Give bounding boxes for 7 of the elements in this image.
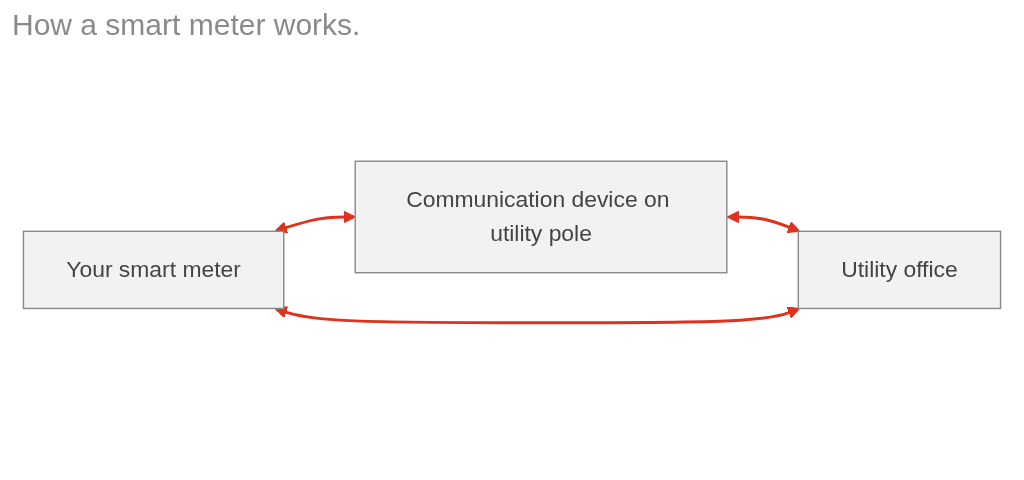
node-box: Your smart meter xyxy=(22,230,285,310)
title: How a smart meter works. xyxy=(12,8,361,42)
arrow xyxy=(726,210,801,234)
node-box: Communication device on utility pole xyxy=(354,160,728,274)
node-box: Utility office xyxy=(797,230,1002,310)
arrow xyxy=(274,306,801,325)
arrow xyxy=(274,210,356,234)
